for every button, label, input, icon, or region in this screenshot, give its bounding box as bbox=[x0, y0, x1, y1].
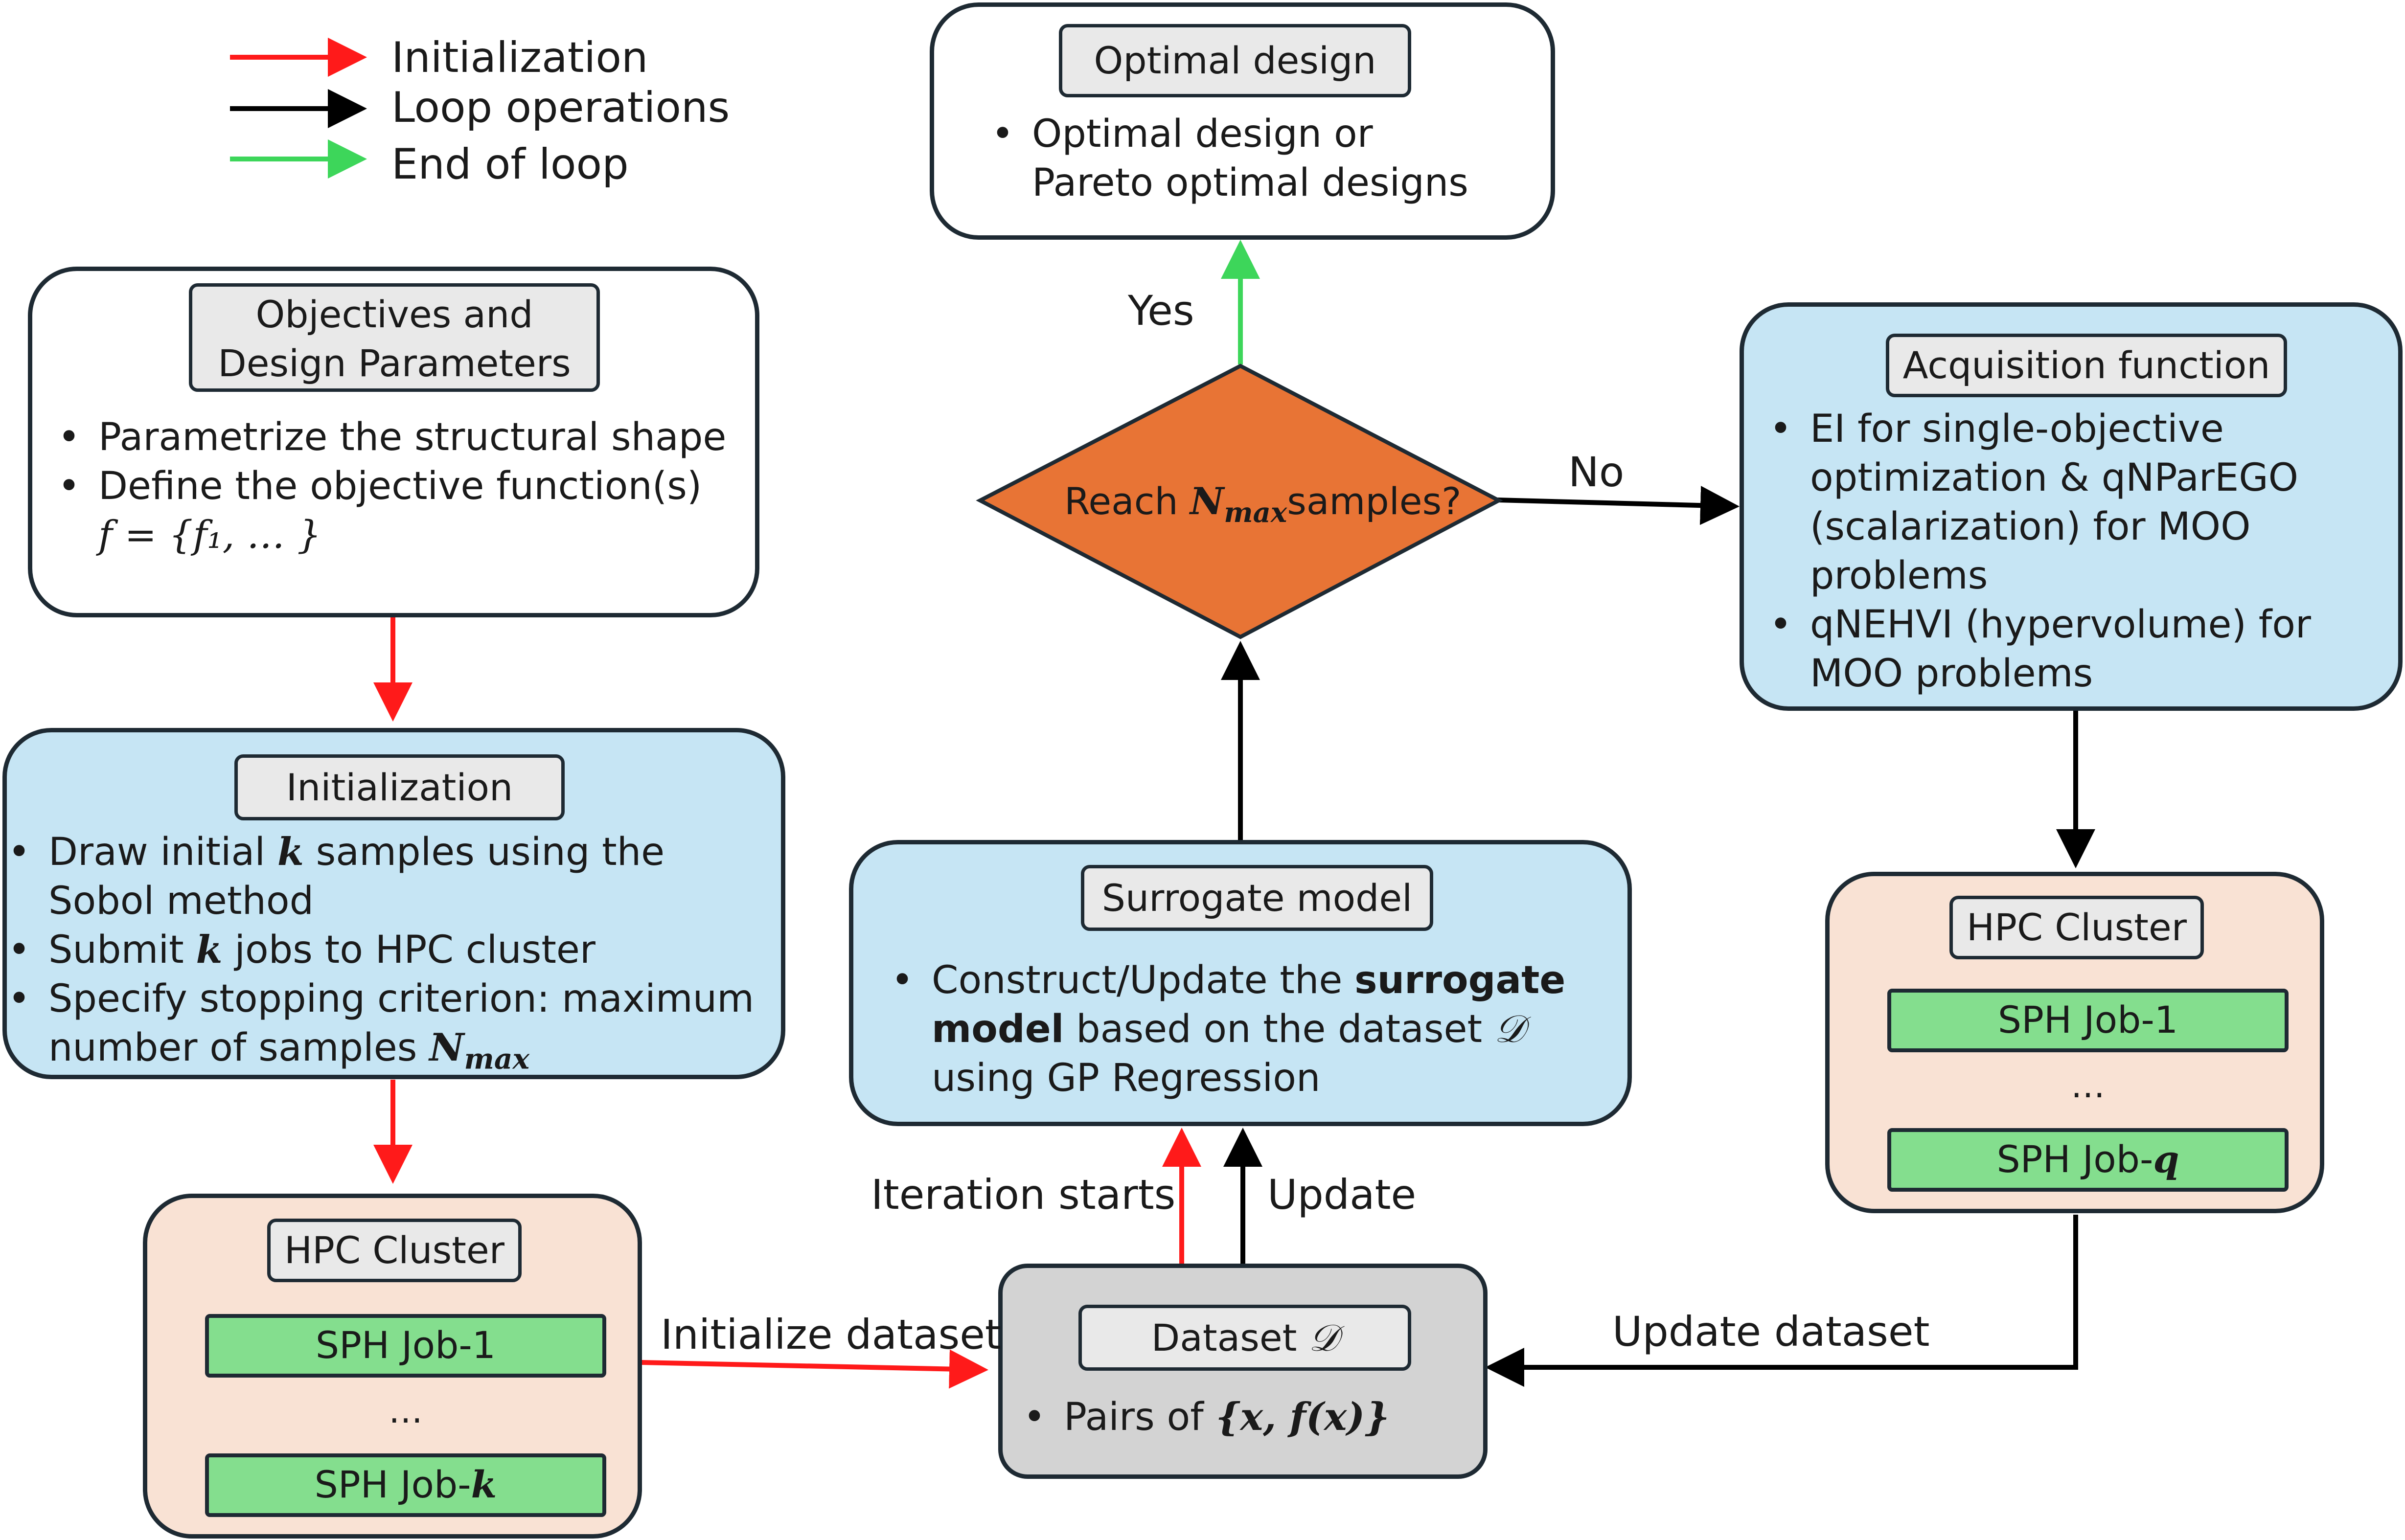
init-b1-line2: Sobol method bbox=[48, 879, 314, 923]
acq-b1-l1: EI for single-objective bbox=[1810, 407, 2224, 451]
surrogate-bullet: Construct/Update the surrogate model bas… bbox=[880, 956, 1614, 1103]
optimal-line2: Pareto optimal designs bbox=[1032, 161, 1468, 205]
optimal-title: Optimal design bbox=[1059, 24, 1411, 97]
decision-sub: max bbox=[1224, 497, 1287, 529]
initialization-bullet-3: Specify stopping criterion: maximum numb… bbox=[0, 974, 780, 1084]
acquisition-bullet-2: qNEHVI (hypervolume) for MOO problems bbox=[1759, 600, 2395, 698]
initialization-title: Initialization bbox=[234, 754, 565, 820]
init-b3-var: N bbox=[429, 1025, 464, 1070]
initialization-box: Initialization Draw initial k samples us… bbox=[2, 728, 785, 1079]
surrogate-model-box: Surrogate model Construct/Update the sur… bbox=[849, 840, 1632, 1126]
dataset-bullet-pre: Pairs of bbox=[1064, 1395, 1216, 1439]
decision-var: N bbox=[1190, 479, 1224, 523]
dataset-box: Dataset 𝒟 Pairs of {x, f(x)} bbox=[998, 1264, 1488, 1479]
objectives-title-line2: Design Parameters bbox=[218, 341, 571, 385]
objectives-bullets: Parametrize the structural shape Define … bbox=[47, 413, 726, 560]
initialization-bullets: Draw initial k samples using the Sobol m… bbox=[0, 828, 780, 1084]
objectives-title-line1: Objectives and bbox=[255, 293, 533, 336]
acq-b2-l2: MOO problems bbox=[1810, 652, 2093, 696]
init-b2-post: jobs to HPC cluster bbox=[222, 928, 596, 972]
surrogate-l1-bold: surrogate bbox=[1354, 958, 1566, 1002]
dataset-bullets: Pairs of {x, f(x)} bbox=[1012, 1393, 1389, 1442]
acquisition-bullet-1: EI for single-objective optimization & q… bbox=[1759, 405, 2395, 600]
acquisition-function-box: Acquisition function EI for single-objec… bbox=[1740, 302, 2403, 711]
label-update: Update bbox=[1267, 1171, 1417, 1219]
init-b1-pre: Draw initial bbox=[48, 830, 277, 874]
hpc-cluster-left: HPC Cluster SPH Job-1 … SPH Job-k bbox=[143, 1194, 642, 1539]
hpc-left-job-1: SPH Job-1 bbox=[205, 1314, 606, 1378]
surrogate-l2-post: based on the dataset bbox=[1064, 1007, 1494, 1051]
acquisition-title: Acquisition function bbox=[1886, 334, 2287, 397]
dataset-title-var: 𝒟 bbox=[1308, 1316, 1339, 1359]
initialization-bullet-2: Submit k jobs to HPC cluster bbox=[0, 926, 780, 974]
objectives-bullet-2-text: Define the objective function(s) bbox=[98, 464, 702, 508]
initialization-bullet-1: Draw initial k samples using the Sobol m… bbox=[0, 828, 780, 926]
hpc-right-jobq-var: q bbox=[2153, 1137, 2179, 1181]
arrow-hpc-to-dataset-update bbox=[1485, 1215, 2078, 1387]
arrow-no bbox=[1497, 486, 1740, 525]
hpc-left-jobk-pre: SPH Job- bbox=[314, 1463, 471, 1506]
optimal-design-box: Optimal design Optimal design or Pareto … bbox=[930, 2, 1555, 240]
objectives-bullet-2: Define the objective function(s) f = {f₁… bbox=[47, 462, 726, 560]
acq-b1-l2: optimization & qNParEGO bbox=[1810, 456, 2299, 500]
legend-initialization-label: Initialization bbox=[391, 33, 648, 82]
hpc-right-job-1: SPH Job-1 bbox=[1887, 989, 2289, 1052]
arrow-hpc-to-dataset bbox=[641, 1349, 988, 1389]
hpc-left-dots: … bbox=[389, 1391, 423, 1431]
acquisition-bullets: EI for single-objective optimization & q… bbox=[1759, 405, 2395, 698]
hpc-left-title: HPC Cluster bbox=[267, 1219, 522, 1282]
surrogate-l1-pre: Construct/Update the bbox=[932, 958, 1355, 1002]
objectives-formula: f = {f₁, … } bbox=[98, 513, 321, 557]
init-b1-post: samples using the bbox=[303, 830, 665, 874]
dataset-title: Dataset 𝒟 bbox=[1078, 1305, 1411, 1371]
label-initialize-dataset: Initialize dataset bbox=[661, 1311, 1001, 1359]
hpc-right-title: HPC Cluster bbox=[1949, 896, 2204, 959]
surrogate-title: Surrogate model bbox=[1081, 865, 1433, 931]
init-b3-line2: number of samples bbox=[48, 1026, 430, 1070]
init-b3-line1: Specify stopping criterion: maximum bbox=[48, 977, 755, 1021]
surrogate-bullets: Construct/Update the surrogate model bas… bbox=[880, 956, 1614, 1103]
legend-end-label: End of loop bbox=[391, 140, 629, 189]
dataset-title-pre: Dataset bbox=[1151, 1316, 1309, 1359]
decision-post: samples? bbox=[1287, 479, 1462, 523]
hpc-right-dots: … bbox=[2071, 1065, 2105, 1106]
optimal-line1: Optimal design or bbox=[1032, 112, 1373, 156]
hpc-left-job-k: SPH Job-k bbox=[205, 1453, 606, 1517]
surrogate-l3: using GP Regression bbox=[932, 1056, 1321, 1100]
objectives-bullet-1: Parametrize the structural shape bbox=[47, 413, 726, 462]
label-yes: Yes bbox=[1128, 287, 1194, 335]
label-iteration-starts: Iteration starts bbox=[871, 1171, 1176, 1219]
init-b3-sub: max bbox=[464, 1042, 530, 1076]
decision-diamond bbox=[976, 363, 1503, 639]
legend-loop-label: Loop operations bbox=[391, 83, 730, 132]
hpc-right-job-q: SPH Job-q bbox=[1887, 1128, 2289, 1192]
decision-label: Reach Nmaxsamples? bbox=[1064, 477, 1462, 537]
acq-b2-l1: qNEHVI (hypervolume) for bbox=[1810, 603, 2311, 647]
surrogate-l2-bold: model bbox=[932, 1007, 1064, 1051]
optimal-bullet: Optimal design or Pareto optimal designs bbox=[981, 110, 1468, 207]
surrogate-l2-var: 𝒟 bbox=[1494, 1007, 1525, 1051]
dataset-formula: {x, f(x)} bbox=[1215, 1395, 1390, 1439]
decision-pre: Reach bbox=[1064, 479, 1190, 523]
hpc-cluster-right: HPC Cluster SPH Job-1 … SPH Job-q bbox=[1825, 872, 2324, 1213]
hpc-right-jobq-pre: SPH Job- bbox=[1996, 1137, 2153, 1181]
acq-b1-l3: (scalarization) for MOO bbox=[1810, 505, 2251, 549]
label-update-dataset: Update dataset bbox=[1612, 1308, 1930, 1356]
init-b2-var: k bbox=[196, 928, 223, 972]
init-b1-var: k bbox=[277, 830, 304, 874]
objectives-title: Objectives and Design Parameters bbox=[189, 283, 600, 392]
init-b2-pre: Submit bbox=[48, 928, 196, 972]
acq-b1-l4: problems bbox=[1810, 554, 1988, 598]
hpc-left-jobk-var: k bbox=[471, 1463, 497, 1506]
optimal-bullets: Optimal design or Pareto optimal designs bbox=[981, 110, 1468, 207]
label-no: No bbox=[1568, 448, 1625, 496]
objectives-box: Objectives and Design Parameters Paramet… bbox=[28, 267, 759, 617]
dataset-bullet: Pairs of {x, f(x)} bbox=[1012, 1393, 1389, 1442]
